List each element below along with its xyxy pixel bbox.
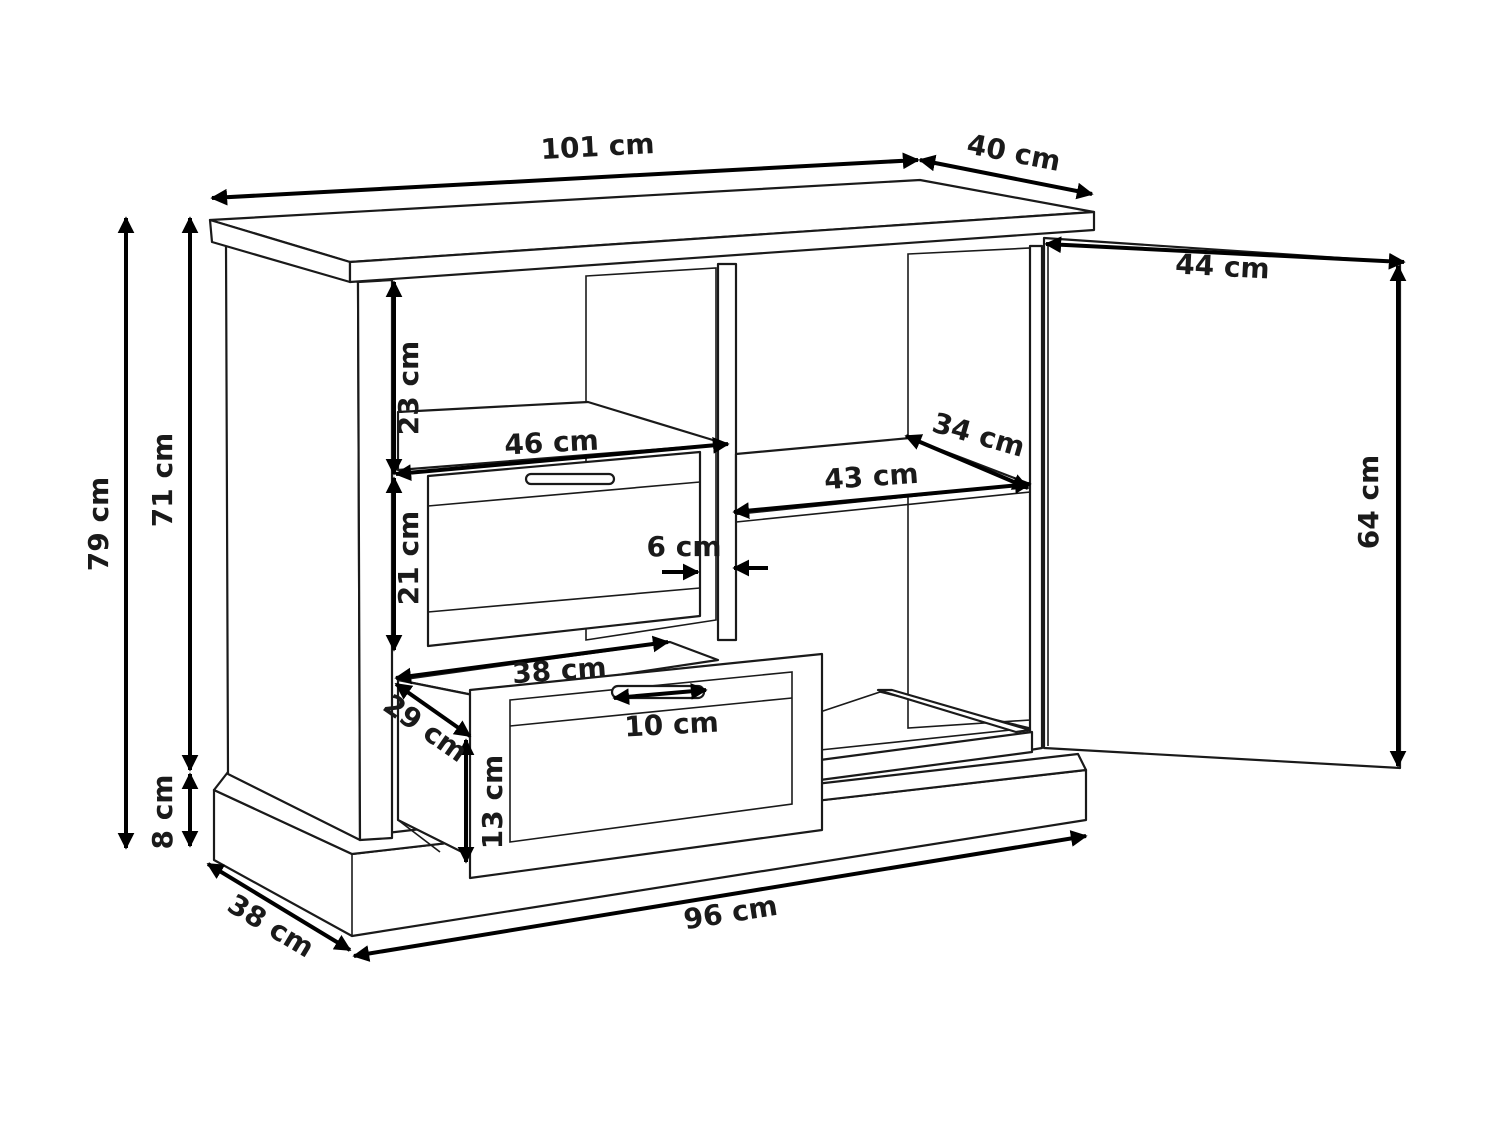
top-width-line — [210, 152, 920, 206]
label-total-height: 79 cm — [82, 477, 115, 572]
label-lower-drawer-width: 38 cm — [511, 651, 608, 691]
label-base-width: 96 cm — [681, 889, 779, 936]
label-handle-width: 10 cm — [623, 706, 719, 744]
lower-drawer-depth-line — [394, 682, 472, 738]
open-door — [1042, 236, 1402, 770]
base-width-line — [352, 830, 1088, 962]
door-width-line — [1044, 236, 1406, 270]
upper-drawer-handle — [524, 472, 616, 486]
upper-drawer-width-line — [394, 436, 730, 482]
cabinet-drawing — [208, 178, 1402, 938]
label-body-height: 71 cm — [146, 433, 179, 528]
label-top-width: 101 cm — [540, 127, 656, 166]
center-divider — [716, 262, 738, 642]
label-door-width: 44 cm — [1174, 248, 1270, 286]
shelf-depth-line — [904, 434, 1030, 490]
right-side-frame — [1028, 244, 1044, 752]
label-upper-drawer-width: 46 cm — [503, 424, 599, 462]
label-lower-drawer-height: 13 cm — [476, 755, 509, 850]
left-side-panel — [224, 242, 362, 842]
lower-drawer-width-line — [394, 635, 670, 685]
label-base-height: 8 cm — [146, 774, 179, 849]
label-door-height: 64 cm — [1352, 455, 1385, 550]
base-depth-line — [206, 862, 352, 952]
dimension-lines — [117, 152, 1407, 962]
label-upper-drawer-height: 21 cm — [392, 511, 425, 606]
label-shelf-width: 43 cm — [823, 457, 920, 497]
top-depth-line — [918, 154, 1094, 200]
label-upper-compartment-height: 23 cm — [392, 341, 425, 436]
handle-width-line — [612, 682, 708, 706]
front-left-stile — [356, 278, 394, 842]
label-front-thickness: 6 cm — [646, 530, 721, 563]
